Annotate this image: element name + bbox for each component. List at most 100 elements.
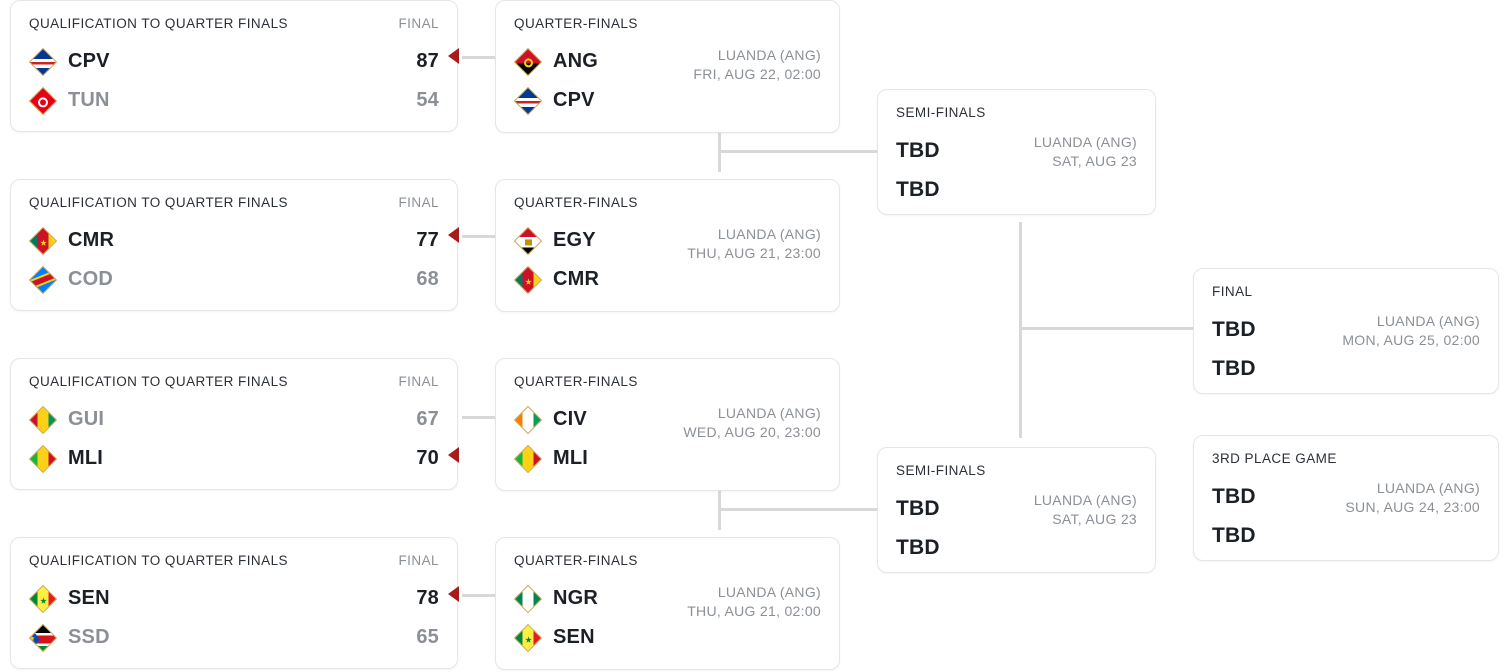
qualification-card-2[interactable]: QUALIFICATION TO QUARTER FINALS FINAL CM… xyxy=(10,179,458,311)
team-code: NGR xyxy=(553,587,599,609)
team-rows: ANG CPV xyxy=(513,42,821,120)
winner-arrow xyxy=(448,48,459,64)
round-label: 3RD PLACE GAME xyxy=(1212,451,1337,466)
flag-gui-icon xyxy=(28,405,58,434)
team-code: TBD xyxy=(1212,484,1256,508)
quarter-final-card-4[interactable]: QUARTER-FINALS NGR SEN LUANDA (ANG) THU,… xyxy=(495,537,840,670)
connector-qf12-to-sf1 xyxy=(718,150,880,153)
table-row[interactable]: NGR xyxy=(513,579,821,618)
round-label: QUALIFICATION TO QUARTER FINALS xyxy=(29,553,288,568)
table-row[interactable]: SSD 65 xyxy=(28,618,439,657)
table-row[interactable]: GUI 67 xyxy=(28,400,439,439)
table-row[interactable]: TUN 54 xyxy=(28,81,439,120)
table-row[interactable]: CPV xyxy=(513,81,821,120)
venue: LUANDA (ANG) xyxy=(1376,313,1480,329)
card-header: FINAL xyxy=(1212,284,1480,299)
team-code: TBD xyxy=(896,496,940,520)
flag-sen-icon xyxy=(513,623,543,652)
team-code: TBD xyxy=(896,177,940,201)
third-place-card[interactable]: 3RD PLACE GAME TBD TBD LUANDA (ANG) SUN,… xyxy=(1193,435,1499,561)
round-label: QUARTER-FINALS xyxy=(514,553,638,568)
team-rows: TBD TBD xyxy=(1212,310,1480,388)
table-row[interactable]: TBD xyxy=(1212,349,1480,388)
match-meta: LUANDA (ANG) SAT, AUG 23 xyxy=(1034,491,1137,529)
datetime: FRI, AUG 22, 02:00 xyxy=(693,66,821,82)
match-meta: LUANDA (ANG) SUN, AUG 24, 23:00 xyxy=(1345,479,1480,517)
table-row[interactable]: TBD xyxy=(1212,477,1480,516)
team-rows: TBD TBD xyxy=(896,131,1137,209)
team-rows: SEN 78 SSD 65 xyxy=(28,579,439,657)
team-code: CPV xyxy=(68,50,110,72)
round-label: QUALIFICATION TO QUARTER FINALS xyxy=(29,374,288,389)
flag-ssd-icon xyxy=(28,623,58,652)
card-header: QUARTER-FINALS xyxy=(514,553,821,568)
table-row[interactable]: CMR 77 xyxy=(28,221,439,260)
qualification-card-1[interactable]: QUALIFICATION TO QUARTER FINALS FINAL CP… xyxy=(10,0,458,132)
connector-sf-vertical xyxy=(1019,222,1022,438)
flag-mli-icon xyxy=(513,444,543,473)
venue: LUANDA (ANG) xyxy=(1033,492,1137,508)
connector-qf1-stub xyxy=(718,133,721,150)
venue: LUANDA (ANG) xyxy=(717,405,821,421)
flag-cod-icon xyxy=(28,265,58,294)
team-code: CPV xyxy=(553,89,595,111)
table-row[interactable]: TBD xyxy=(896,489,1137,528)
card-header: QUALIFICATION TO QUARTER FINALS FINAL xyxy=(29,16,439,31)
team-code: TBD xyxy=(896,535,940,559)
card-header: QUALIFICATION TO QUARTER FINALS FINAL xyxy=(29,553,439,568)
final-card[interactable]: FINAL TBD TBD LUANDA (ANG) MON, AUG 25, … xyxy=(1193,268,1499,394)
table-row[interactable]: CMR xyxy=(513,260,821,299)
connector-qf34-to-sf2 xyxy=(718,508,880,511)
quarter-final-card-1[interactable]: QUARTER-FINALS ANG CPV LUANDA (ANG) FRI,… xyxy=(495,0,840,133)
semi-final-card-2[interactable]: SEMI-FINALS TBD TBD LUANDA (ANG) SAT, AU… xyxy=(877,447,1156,573)
table-row[interactable]: EGY xyxy=(513,221,821,260)
table-row[interactable]: COD 68 xyxy=(28,260,439,299)
flag-mli-icon xyxy=(28,444,58,473)
winner-arrow xyxy=(448,227,459,243)
team-score: 68 xyxy=(416,268,439,290)
quarter-final-card-2[interactable]: QUARTER-FINALS EGY CMR LUANDA (ANG) THU,… xyxy=(495,179,840,312)
qualification-card-4[interactable]: QUALIFICATION TO QUARTER FINALS FINAL SE… xyxy=(10,537,458,669)
table-row[interactable]: SEN 78 xyxy=(28,579,439,618)
flag-ang-icon xyxy=(513,47,543,76)
team-code: CMR xyxy=(68,229,115,251)
team-code: COD xyxy=(68,268,114,290)
flag-civ-icon xyxy=(513,405,543,434)
team-code: SEN xyxy=(68,587,110,609)
table-row[interactable]: ANG xyxy=(513,42,821,81)
table-row[interactable]: CPV 87 xyxy=(28,42,439,81)
winner-arrow xyxy=(448,586,459,602)
table-row[interactable]: TBD xyxy=(1212,310,1480,349)
team-rows: GUI 67 MLI 70 xyxy=(28,400,439,478)
quarter-final-card-3[interactable]: QUARTER-FINALS CIV MLI LUANDA (ANG) WED,… xyxy=(495,358,840,491)
table-row[interactable]: MLI xyxy=(513,439,821,478)
datetime: THU, AUG 21, 23:00 xyxy=(687,245,821,261)
connector-qf4-stub xyxy=(718,508,721,530)
connector-qual-2 xyxy=(462,235,496,238)
table-row[interactable]: TBD xyxy=(1212,516,1480,555)
team-score: 67 xyxy=(416,408,439,430)
table-row[interactable]: TBD xyxy=(896,170,1137,209)
table-row[interactable]: CIV xyxy=(513,400,821,439)
flag-egy-icon xyxy=(513,226,543,255)
table-row[interactable]: TBD xyxy=(896,528,1137,567)
qualification-card-3[interactable]: QUALIFICATION TO QUARTER FINALS FINAL GU… xyxy=(10,358,458,490)
team-rows: NGR SEN xyxy=(513,579,821,657)
team-code: TBD xyxy=(1212,523,1256,547)
team-rows: CIV MLI xyxy=(513,400,821,478)
team-score: 54 xyxy=(416,89,439,111)
connector-qual-3 xyxy=(462,416,496,419)
team-score: 78 xyxy=(416,587,439,609)
team-code: TBD xyxy=(1212,356,1256,380)
table-row[interactable]: TBD xyxy=(896,131,1137,170)
semi-final-card-1[interactable]: SEMI-FINALS TBD TBD LUANDA (ANG) SAT, AU… xyxy=(877,89,1156,215)
datetime: WED, AUG 20, 23:00 xyxy=(683,424,821,440)
table-row[interactable]: SEN xyxy=(513,618,821,657)
connector-qual-4 xyxy=(462,594,496,597)
team-score: 65 xyxy=(416,626,439,648)
team-rows: TBD TBD xyxy=(1212,477,1480,555)
table-row[interactable]: MLI 70 xyxy=(28,439,439,478)
team-code: MLI xyxy=(553,447,589,469)
team-score: 87 xyxy=(416,50,439,72)
flag-sen-icon xyxy=(28,584,58,613)
